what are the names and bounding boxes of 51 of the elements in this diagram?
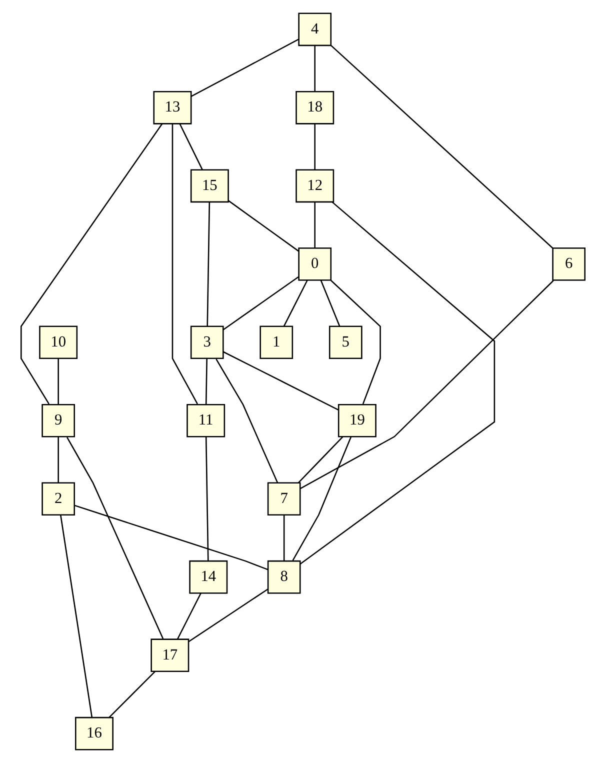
node-box: 16 [74,716,113,750]
connector [171,124,198,404]
node-box: 6 [552,247,586,281]
connector [108,671,155,718]
connector [176,593,201,640]
connector [188,588,268,642]
node-box: 18 [295,90,334,124]
node-box: 14 [188,560,228,594]
connector [66,436,164,640]
connector [282,515,284,561]
node-box: 17 [150,638,189,672]
connector [222,276,298,330]
connector [57,436,58,483]
node-box: 12 [295,169,334,203]
connector [330,45,553,249]
connector [222,351,338,410]
node-box: 13 [152,90,192,124]
node-box: 5 [328,326,362,360]
connector [320,280,340,326]
node-box: 8 [266,560,300,594]
node-box: 15 [190,169,228,203]
node-box: 3 [190,326,224,360]
connector [300,280,554,490]
node-box: 1 [259,326,293,360]
connector [228,200,299,252]
connector [204,358,207,404]
connector [314,46,315,92]
connector [178,124,202,170]
node-box: 10 [38,326,78,360]
node-box: 9 [41,404,74,438]
node-box: 4 [298,12,332,46]
connector [299,201,495,565]
connector [314,202,315,248]
connector [298,436,343,484]
connector [74,504,268,570]
connector [20,124,162,404]
node-box: 7 [266,482,300,516]
connector [60,514,92,718]
connector [204,436,208,561]
connector [314,124,315,170]
connector [282,280,308,326]
connector [57,358,58,404]
node-box: 19 [337,404,376,438]
connector [206,202,210,326]
connector [215,358,278,483]
connector [330,280,380,404]
connector [292,436,352,561]
node-box: 0 [298,247,332,281]
connector [190,38,298,97]
node-box: 11 [186,404,225,438]
node-box: 2 [41,482,74,516]
